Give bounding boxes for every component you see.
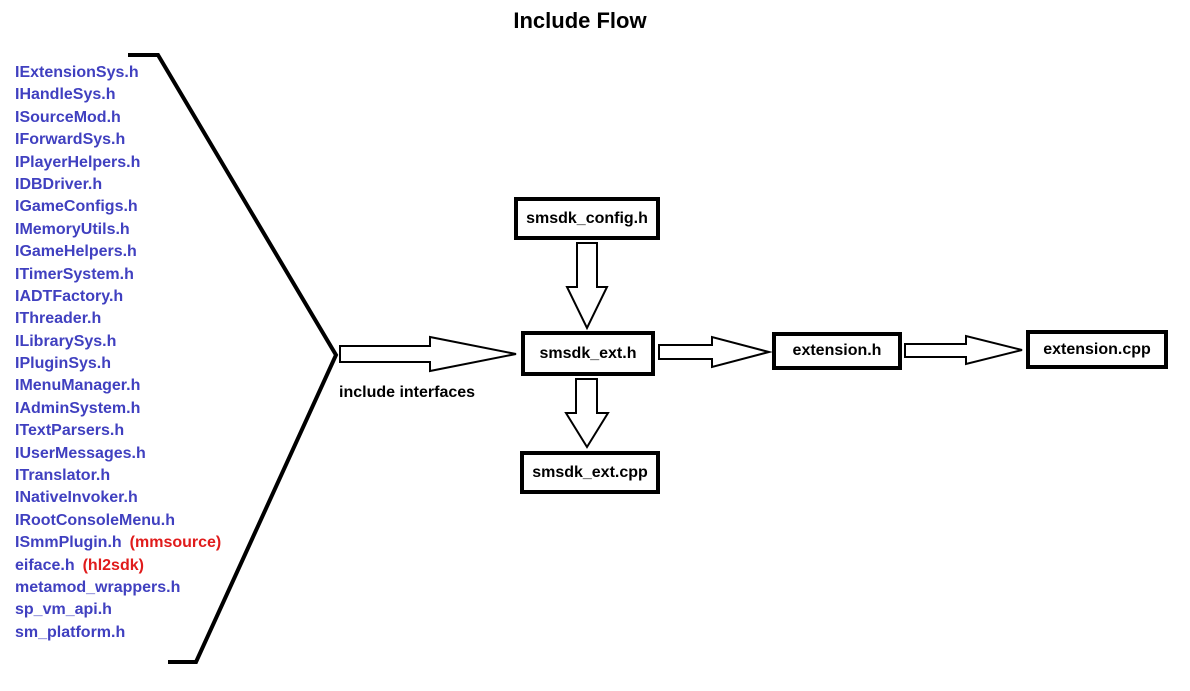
include-file-item: IAdminSystem.h: [15, 398, 221, 420]
include-file-name: ITextParsers.h: [15, 422, 125, 440]
include-file-item: metamod_wrappers.h: [15, 577, 221, 599]
include-file-name: IForwardSys.h: [15, 131, 126, 149]
include-file-item: IForwardSys.h: [15, 129, 221, 151]
include-file-item: INativeInvoker.h: [15, 487, 221, 509]
smsdk-config-box: smsdk_config.h: [514, 197, 660, 240]
include-file-name: IHandleSys.h: [15, 86, 116, 104]
include-file-item: IMenuManager.h: [15, 375, 221, 397]
include-file-item: IGameHelpers.h: [15, 241, 221, 263]
arrow-ext-h-to-extension-h: [658, 335, 773, 369]
include-file-item: ISmmPlugin.h (mmsource): [15, 532, 221, 554]
include-file-name: IPlayerHelpers.h: [15, 153, 141, 171]
include-file-name: IPluginSys.h: [15, 355, 112, 373]
include-file-item: IExtensionSys.h: [15, 62, 221, 84]
include-file-name: ITimerSystem.h: [15, 265, 134, 283]
include-file-item: ITranslator.h: [15, 465, 221, 487]
include-file-name: metamod_wrappers.h: [15, 578, 181, 596]
include-file-item: IMemoryUtils.h: [15, 219, 221, 241]
include-file-name: IDBDriver.h: [15, 175, 103, 193]
include-file-item: IGameConfigs.h: [15, 196, 221, 218]
include-file-item: sm_platform.h: [15, 622, 221, 644]
include-file-name: ITranslator.h: [15, 467, 111, 485]
include-file-name: eiface.h: [15, 556, 75, 574]
include-file-name: IADTFactory.h: [15, 287, 124, 305]
include-file-name: ISmmPlugin.h: [15, 534, 122, 552]
include-file-item: IADTFactory.h: [15, 286, 221, 308]
include-file-name: IExtensionSys.h: [15, 64, 139, 81]
diagram-title: Include Flow: [513, 8, 647, 33]
arrow-ext-h-to-ext-cpp: [564, 378, 610, 449]
include-file-item: IPluginSys.h: [15, 353, 221, 375]
include-file-item: ITimerSystem.h: [15, 264, 221, 286]
include-file-item: ISourceMod.h: [15, 107, 221, 129]
include-file-name: IAdminSystem.h: [15, 399, 141, 417]
arrow-extension-h-to-extension-cpp: [904, 334, 1023, 366]
smsdk-ext-h-box: smsdk_ext.h: [521, 331, 655, 376]
include-file-item: eiface.h (hl2sdk): [15, 555, 221, 577]
extension-h-box: extension.h: [772, 332, 902, 370]
include-file-name: ILibrarySys.h: [15, 332, 117, 350]
include-file-name: sm_platform.h: [15, 623, 126, 641]
include-interfaces-label: include interfaces: [339, 384, 476, 401]
include-file-name: IMemoryUtils.h: [15, 220, 130, 238]
include-file-name: IGameConfigs.h: [15, 198, 138, 216]
arrow-include-interfaces: [339, 335, 517, 373]
include-file-item: IPlayerHelpers.h: [15, 152, 221, 174]
include-file-item: IThreader.h: [15, 308, 221, 330]
include-file-source-tag: (hl2sdk): [82, 556, 144, 574]
include-file-item: IHandleSys.h: [15, 84, 221, 106]
include-file-item: sp_vm_api.h: [15, 599, 221, 621]
include-file-item: IUserMessages.h: [15, 443, 221, 465]
include-file-name: IMenuManager.h: [15, 377, 141, 395]
smsdk-ext-cpp-box: smsdk_ext.cpp: [520, 451, 660, 494]
include-file-name: IRootConsoleMenu.h: [15, 511, 175, 529]
include-file-name: ISourceMod.h: [15, 108, 121, 126]
include-file-source-tag: (mmsource): [129, 534, 222, 552]
include-file-item: IRootConsoleMenu.h: [15, 510, 221, 532]
include-file-name: IGameHelpers.h: [15, 243, 137, 261]
include-file-name: IUserMessages.h: [15, 444, 146, 462]
include-file-name: INativeInvoker.h: [15, 489, 138, 507]
include-file-item: ITextParsers.h: [15, 420, 221, 442]
brace-bracket: [128, 53, 339, 664]
include-file-name: IThreader.h: [15, 310, 102, 328]
extension-cpp-box: extension.cpp: [1026, 330, 1168, 369]
include-file-item: IDBDriver.h: [15, 174, 221, 196]
arrow-config-to-ext-h: [565, 242, 609, 331]
include-file-name: sp_vm_api.h: [15, 601, 112, 619]
include-file-item: ILibrarySys.h: [15, 331, 221, 353]
